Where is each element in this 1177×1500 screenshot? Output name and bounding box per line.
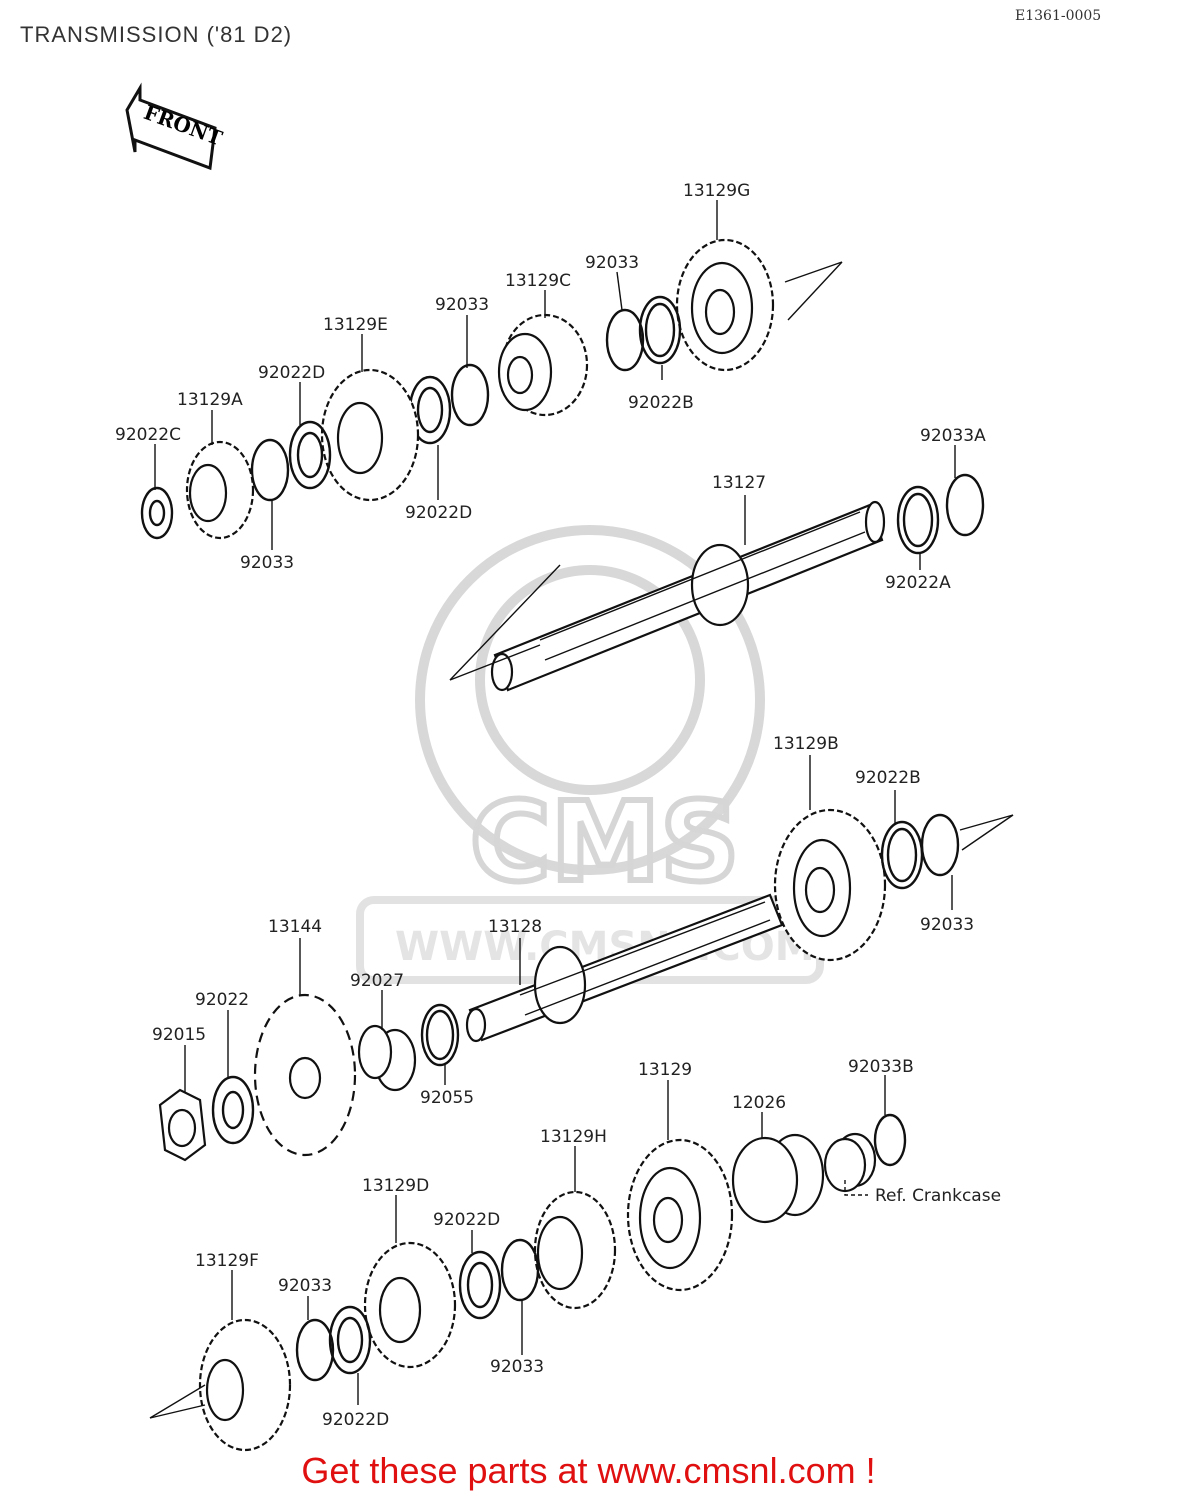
callout-13129H: 13129H — [540, 1127, 607, 1147]
figure-id: E1361-0005 — [1015, 8, 1102, 24]
callout-92033-top-right: 92033 — [585, 253, 639, 273]
washer-92022 — [211, 1075, 255, 1145]
needle-bearing — [823, 1132, 877, 1193]
leader-lines — [154, 200, 956, 1405]
gear-13129H — [533, 1190, 617, 1310]
callout-92033-lower-right: 92033 — [920, 915, 974, 935]
callout-13129D: 13129D — [362, 1176, 429, 1196]
callout-13129A: 13129A — [177, 390, 243, 410]
callout-13129G: 13129G — [683, 181, 750, 201]
callout-92033-lower-left: 92033 — [278, 1276, 332, 1296]
washer-92022D-lower-mid — [458, 1250, 502, 1320]
gear-13129C — [497, 313, 589, 417]
callout-13128: 13128 — [488, 917, 542, 937]
sprocket-13144 — [253, 993, 357, 1157]
callout-13129B: 13129B — [773, 734, 839, 754]
circlip-92033-upper-mid — [450, 363, 490, 427]
callout-13127: 13127 — [712, 473, 766, 493]
washer-92022B-lower — [880, 820, 924, 890]
circlip-92033-lower-mid — [500, 1238, 540, 1302]
circlip-92033-lower-left — [295, 1318, 335, 1382]
callout-92022B-lower: 92022B — [855, 768, 921, 788]
callout-92015: 92015 — [152, 1025, 206, 1045]
front-direction-arrow: FRONT — [125, 82, 226, 171]
reference-note: Ref. Crankcase — [875, 1186, 1001, 1206]
circlip-92033-upper-right — [605, 308, 645, 372]
gear-13129F — [198, 1318, 292, 1452]
callout-92022D-bottom: 92022D — [322, 1410, 389, 1430]
circlip-92033A — [945, 473, 985, 537]
callout-13144: 13144 — [268, 917, 322, 937]
callout-92033-top-mid: 92033 — [435, 295, 489, 315]
callout-92022B-top: 92022B — [628, 393, 694, 413]
gear-13129E — [320, 368, 420, 502]
gear-13129G — [675, 238, 775, 372]
callout-92033B: 92033B — [848, 1057, 914, 1077]
gear-13129A — [185, 440, 255, 540]
callout-13129E: 13129E — [323, 315, 388, 335]
callout-13129F: 13129F — [195, 1251, 259, 1271]
washer-92022B-upper — [638, 295, 682, 365]
callout-labels: 13129G 92033 13129C 92033 13129E 92022D … — [115, 181, 1001, 1430]
nut-92015 — [158, 1088, 207, 1162]
watermark-logo-text: CMS — [470, 778, 739, 906]
washer-92022D-lower-left — [328, 1305, 372, 1375]
callout-12026: 12026 — [732, 1093, 786, 1113]
callout-92022D-top: 92022D — [258, 363, 325, 383]
collar-92027 — [357, 1024, 417, 1092]
callout-92033-lower-mid: 92033 — [490, 1357, 544, 1377]
callout-13129: 13129 — [638, 1060, 692, 1080]
callout-92022D-lower: 92022D — [433, 1210, 500, 1230]
callout-92022C: 92022C — [115, 425, 181, 445]
bearing-12026 — [731, 1133, 825, 1224]
gear-13129 — [626, 1138, 734, 1292]
callout-92055: 92055 — [420, 1088, 474, 1108]
callout-13129C: 13129C — [505, 271, 571, 291]
circlip-92033B — [873, 1113, 907, 1167]
gear-13129D — [363, 1241, 457, 1369]
callout-92033-left: 92033 — [240, 553, 294, 573]
washer-92022A — [896, 485, 940, 555]
washer-92022D-upper-left — [288, 420, 332, 490]
circlip-92033-lower-right — [920, 813, 960, 877]
callout-92022: 92022 — [195, 990, 249, 1010]
gear-13129B — [773, 808, 887, 962]
promo-link[interactable]: Get these parts at www.cmsnl.com ! — [301, 1450, 876, 1491]
shaft-13127 — [449, 500, 886, 692]
callout-92022A: 92022A — [885, 573, 951, 593]
callout-92022D-mid: 92022D — [405, 503, 472, 523]
o-ring-92055 — [420, 1003, 460, 1067]
circlip-92033-upper-left — [250, 438, 290, 502]
callout-92033A: 92033A — [920, 426, 986, 446]
page-title: TRANSMISSION ('81 D2) — [20, 22, 293, 47]
shaft-13128 — [465, 893, 784, 1043]
washer-92022C — [140, 486, 174, 540]
callout-92027: 92027 — [350, 971, 404, 991]
